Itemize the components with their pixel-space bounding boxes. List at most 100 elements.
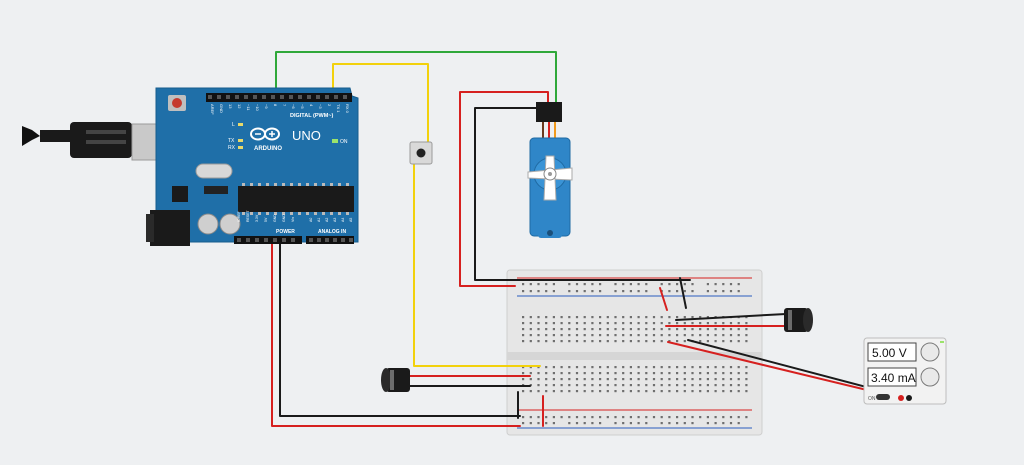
digital-pin-hole[interactable] — [271, 95, 275, 99]
breadboard-hole[interactable] — [614, 378, 617, 381]
breadboard-hole[interactable] — [537, 366, 540, 369]
breadboard-hole[interactable] — [629, 366, 632, 369]
breadboard-hole[interactable] — [714, 366, 717, 369]
breadboard-hole[interactable] — [706, 283, 709, 286]
breadboard-hole[interactable] — [729, 290, 733, 293]
power-pin-hole[interactable] — [264, 238, 268, 242]
breadboard-hole[interactable] — [599, 322, 602, 325]
breadboard-hole[interactable] — [599, 283, 602, 286]
breadboard-hole[interactable] — [575, 283, 579, 286]
breadboard-hole[interactable] — [537, 422, 540, 425]
breadboard-hole[interactable] — [591, 366, 594, 369]
breadboard-hole[interactable] — [614, 416, 617, 419]
breadboard-hole[interactable] — [522, 366, 525, 369]
breadboard-hole[interactable] — [676, 328, 679, 331]
breadboard-hole[interactable] — [706, 422, 709, 425]
breadboard-hole[interactable] — [552, 416, 555, 419]
breadboard-hole[interactable] — [691, 283, 694, 286]
breadboard-hole[interactable] — [737, 290, 740, 293]
breadboard-hole[interactable] — [583, 366, 586, 369]
breadboard-hole[interactable] — [545, 283, 548, 286]
breadboard-hole[interactable] — [622, 378, 625, 381]
breadboard-hole[interactable] — [583, 283, 586, 286]
analog-pin-hole[interactable] — [349, 238, 353, 242]
breadboard-hole[interactable] — [645, 416, 648, 419]
digital-pin-hole[interactable] — [244, 95, 248, 99]
breadboard-hole[interactable] — [629, 328, 632, 331]
breadboard-hole[interactable] — [552, 390, 555, 393]
breadboard-hole[interactable] — [660, 390, 663, 393]
breadboard-hole[interactable] — [660, 378, 663, 381]
breadboard-hole[interactable] — [560, 322, 563, 325]
capacitor-left[interactable] — [381, 368, 410, 392]
digital-pin-hole[interactable] — [334, 95, 338, 99]
breadboard-hole[interactable] — [722, 328, 725, 331]
breadboard-hole[interactable] — [606, 322, 609, 325]
breadboard-hole[interactable] — [591, 283, 594, 286]
breadboard-hole[interactable] — [729, 366, 733, 369]
breadboard-hole[interactable] — [637, 384, 640, 387]
digital-pin-hole[interactable] — [262, 95, 266, 99]
breadboard-hole[interactable] — [568, 416, 571, 419]
power-pin-hole[interactable] — [291, 238, 295, 242]
wire-yellow-button-breadboard[interactable] — [413, 163, 541, 367]
breadboard-hole[interactable] — [699, 334, 702, 337]
digital-pin-hole[interactable] — [298, 95, 302, 99]
analog-pin-hole[interactable] — [309, 238, 313, 242]
breadboard-hole[interactable] — [660, 384, 663, 387]
breadboard-hole[interactable] — [575, 390, 579, 393]
breadboard-hole[interactable] — [714, 390, 717, 393]
breadboard-hole[interactable] — [729, 334, 733, 337]
breadboard-hole[interactable] — [676, 378, 679, 381]
breadboard-hole[interactable] — [714, 328, 717, 331]
breadboard-hole[interactable] — [691, 416, 694, 419]
breadboard-hole[interactable] — [683, 422, 686, 425]
breadboard-hole[interactable] — [729, 372, 733, 375]
breadboard-hole[interactable] — [722, 334, 725, 337]
breadboard-hole[interactable] — [552, 334, 555, 337]
breadboard-hole[interactable] — [552, 340, 555, 343]
breadboard-hole[interactable] — [737, 366, 740, 369]
breadboard-hole[interactable] — [522, 328, 525, 331]
breadboard-hole[interactable] — [552, 328, 555, 331]
breadboard-hole[interactable] — [599, 334, 602, 337]
breadboard-hole[interactable] — [560, 334, 563, 337]
breadboard-hole[interactable] — [537, 290, 540, 293]
breadboard-hole[interactable] — [699, 384, 702, 387]
wire-red-power-supply[interactable] — [667, 341, 901, 399]
breadboard-hole[interactable] — [699, 328, 702, 331]
breadboard-hole[interactable] — [583, 290, 586, 293]
breadboard-hole[interactable] — [652, 334, 656, 337]
breadboard-hole[interactable] — [676, 422, 679, 425]
breadboard-hole[interactable] — [668, 416, 671, 419]
breadboard-hole[interactable] — [568, 378, 571, 381]
breadboard-hole[interactable] — [637, 328, 640, 331]
breadboard-hole[interactable] — [622, 366, 625, 369]
breadboard-hole[interactable] — [645, 366, 648, 369]
breadboard-hole[interactable] — [668, 372, 671, 375]
digital-pin-hole[interactable] — [235, 95, 239, 99]
digital-pin-hole[interactable] — [289, 95, 293, 99]
breadboard-hole[interactable] — [668, 290, 671, 293]
breadboard-hole[interactable] — [683, 290, 686, 293]
breadboard-hole[interactable] — [668, 322, 671, 325]
breadboard-hole[interactable] — [522, 334, 525, 337]
breadboard-hole[interactable] — [729, 416, 733, 419]
breadboard-hole[interactable] — [622, 322, 625, 325]
breadboard-hole[interactable] — [637, 290, 640, 293]
breadboard-hole[interactable] — [560, 328, 563, 331]
breadboard-hole[interactable] — [575, 290, 579, 293]
breadboard-hole[interactable] — [629, 316, 632, 319]
power-pin-hole[interactable] — [237, 238, 241, 242]
wire-red-arduino-5v[interactable] — [271, 243, 521, 427]
breadboard-hole[interactable] — [537, 316, 540, 319]
servo-motor[interactable] — [527, 102, 573, 238]
breadboard-hole[interactable] — [637, 340, 640, 343]
breadboard-hole[interactable] — [622, 390, 625, 393]
breadboard-hole[interactable] — [614, 422, 617, 425]
breadboard-hole[interactable] — [629, 283, 632, 286]
breadboard-hole[interactable] — [737, 384, 740, 387]
breadboard-hole[interactable] — [614, 328, 617, 331]
breadboard-hole[interactable] — [691, 372, 694, 375]
breadboard-hole[interactable] — [745, 328, 748, 331]
